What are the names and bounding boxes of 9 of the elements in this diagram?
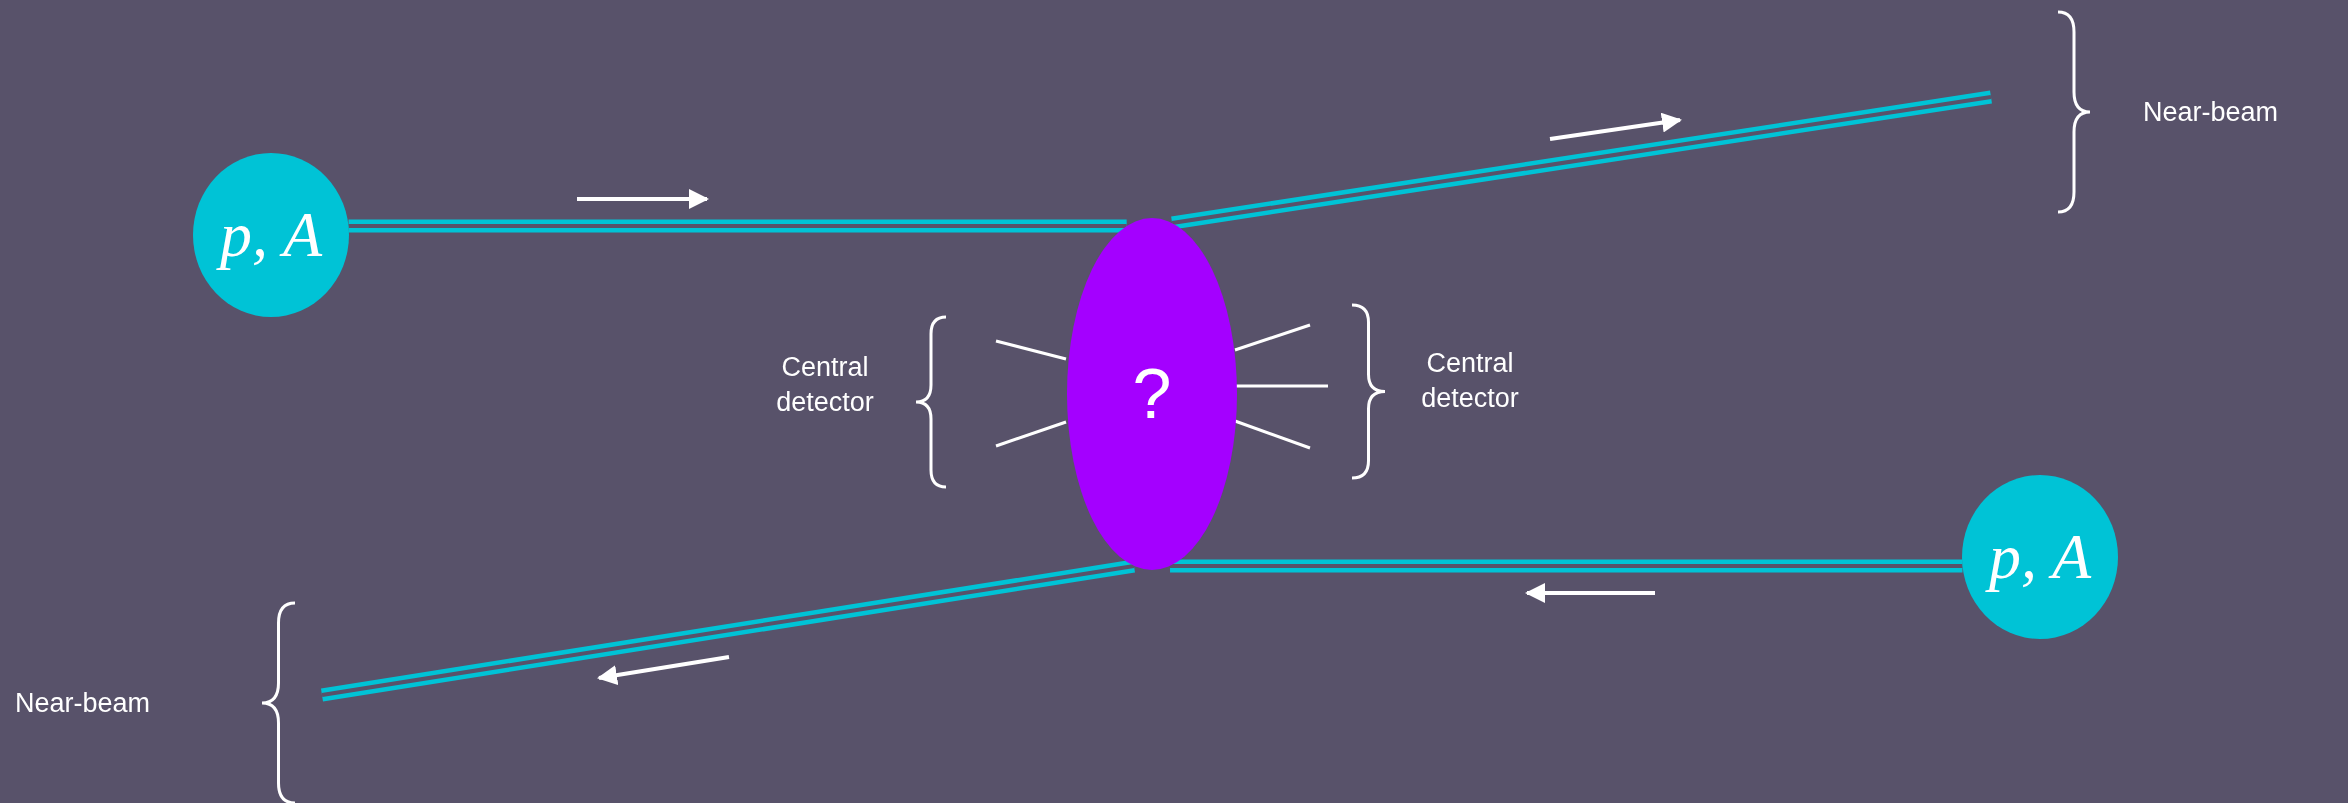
beam-line — [1170, 559, 1963, 573]
beam-line — [1171, 90, 1992, 230]
region-label: Central detector — [775, 351, 875, 420]
region-label: Near-beam — [2143, 96, 2280, 129]
beam-line — [320, 559, 1135, 702]
region-label: Near-beam — [15, 687, 152, 720]
node-label: ? — [1132, 354, 1172, 434]
beam-line — [348, 219, 1127, 233]
region-label: Central detector — [1420, 347, 1520, 416]
